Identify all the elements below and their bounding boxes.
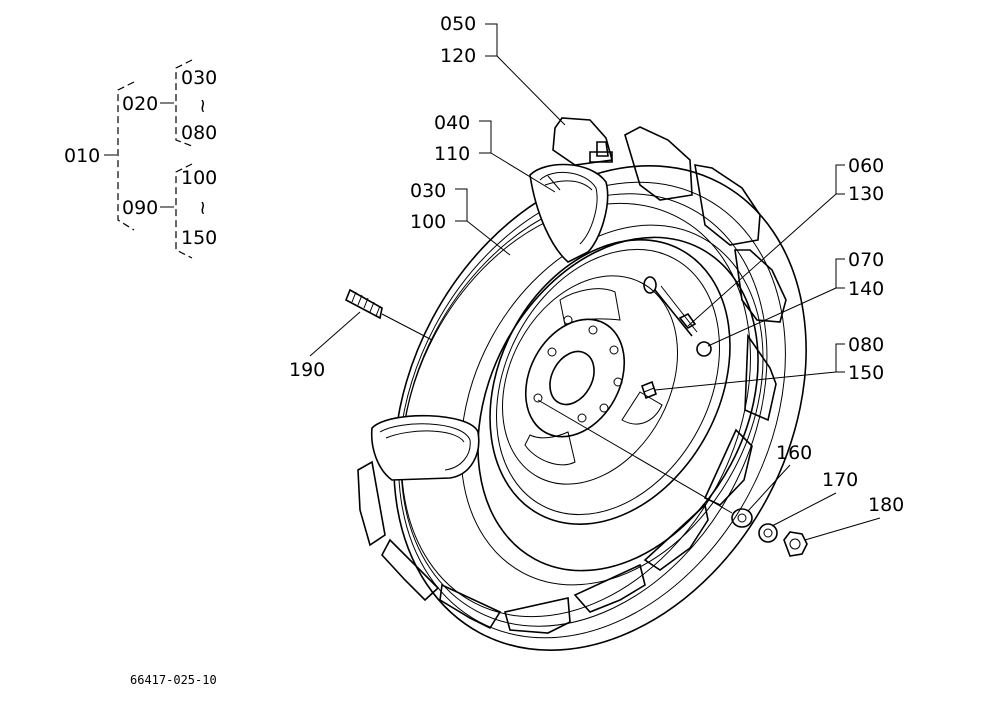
callout-140-label: 140 (848, 278, 884, 300)
wheel-rim (489, 239, 731, 525)
flat-washer (731, 508, 753, 528)
callout-170-label: 170 (822, 469, 858, 491)
spring-washer (758, 523, 778, 543)
callouts: 050 120 040 110 030 100 060 130 070 140 … (289, 13, 904, 541)
tree-branch-b-bottom-label: 150 (181, 227, 217, 249)
tree-root-label: 010 (64, 145, 100, 167)
tree-branch-b-label: 090 (122, 197, 158, 219)
callout-110-label: 110 (434, 143, 470, 165)
callout-040-label: 040 (434, 112, 470, 134)
callout-030-label: 030 (410, 180, 446, 202)
hex-nut (783, 531, 808, 557)
tree-branch-a-label: 020 (122, 93, 158, 115)
callout-160-label: 160 (776, 442, 812, 464)
callout-130-label: 130 (848, 183, 884, 205)
drawing-number: 66417-025-10 (130, 673, 217, 687)
callout-120-label: 120 (440, 45, 476, 67)
tire-lugs (357, 117, 787, 634)
valve-stem (643, 276, 698, 337)
callout-190-label: 190 (289, 359, 325, 381)
tree-branch-b-top-label: 100 (181, 167, 217, 189)
tire-cutaway-bottom (370, 414, 480, 481)
tire-body (393, 165, 807, 651)
balance-weight (641, 380, 657, 400)
callout-150-label: 150 (848, 362, 884, 384)
wheel-assembly (357, 117, 807, 651)
tree-range-symbol-b: ~ (192, 200, 214, 216)
callout-100-label: 100 (410, 211, 446, 233)
tree-range-symbol-a: ~ (192, 98, 214, 114)
tree-branch-a-bottom-label: 080 (181, 122, 217, 144)
callout-050-label: 050 (440, 13, 476, 35)
callout-060-label: 060 (848, 155, 884, 177)
stud-bolt (344, 288, 383, 320)
valve-cap (696, 341, 712, 357)
callout-180-label: 180 (868, 494, 904, 516)
part-tree: 010 020 030 ~ 080 090 100 ~ 150 (64, 59, 217, 259)
callout-070-label: 070 (848, 249, 884, 271)
callout-080-label: 080 (848, 334, 884, 356)
tire-cutaway-top (529, 163, 609, 263)
tree-branch-a-top-label: 030 (181, 67, 217, 89)
